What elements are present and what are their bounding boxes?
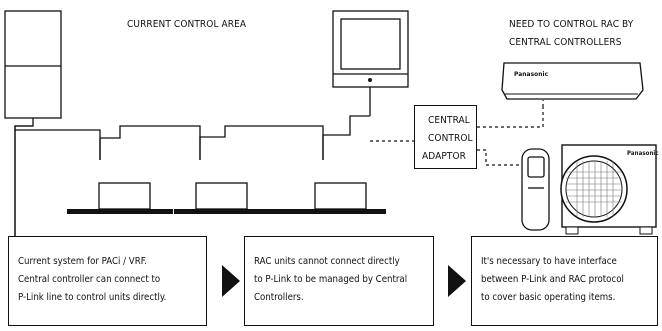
- adaptor-label-line1: CENTRAL: [428, 115, 470, 126]
- rac-outdoor-unit: [560, 144, 657, 235]
- note-interface-needed: It's necessary to have interface between…: [471, 236, 658, 326]
- p-link-wiring: [14, 87, 371, 244]
- arrow-right-2: [448, 265, 466, 297]
- dashed-link: [370, 100, 544, 166]
- note-line: to cover basic operating items.: [481, 292, 616, 303]
- remote-controller: [521, 148, 550, 231]
- floor-standing-unit: [4, 10, 62, 119]
- note-line: RAC units cannot connect directly: [254, 256, 400, 267]
- need-control-label-line1: NEED TO CONTROL RAC BY: [509, 19, 634, 30]
- ceiling-cassette-units: [98, 182, 367, 210]
- note-line: It's necessary to have interface: [481, 256, 617, 267]
- adaptor-label-line2: CONTROL: [428, 133, 473, 144]
- central-control-adaptor-box: [414, 105, 477, 169]
- note-current-system: Current system for PACi / VRF. Central c…: [8, 236, 207, 326]
- note-line: P-Link line to control units directly.: [18, 292, 167, 303]
- central-controller-monitor: [332, 10, 409, 88]
- arrow-right-1: [222, 265, 240, 297]
- note-line: Central controller can connect to: [18, 274, 161, 285]
- note-line: Controllers.: [254, 292, 304, 303]
- ceiling-plates: [67, 209, 386, 214]
- note-line: between P-Link and RAC protocol: [481, 274, 624, 285]
- note-line: Current system for PACi / VRF.: [18, 256, 147, 267]
- need-control-label-line2: CENTRAL CONTROLLERS: [509, 37, 622, 48]
- note-line: to P-Link to be managed by Central: [254, 274, 408, 285]
- rac-indoor-unit: [501, 62, 644, 100]
- indoor-brand-logo: Panasonic: [514, 70, 549, 78]
- outdoor-brand-logo: Panasonic: [627, 150, 659, 157]
- note-rac-limitation: RAC units cannot connect directly to P-L…: [244, 236, 434, 326]
- current-area-label: CURRENT CONTROL AREA: [127, 19, 247, 30]
- adaptor-label-line3: ADAPTOR: [422, 151, 467, 162]
